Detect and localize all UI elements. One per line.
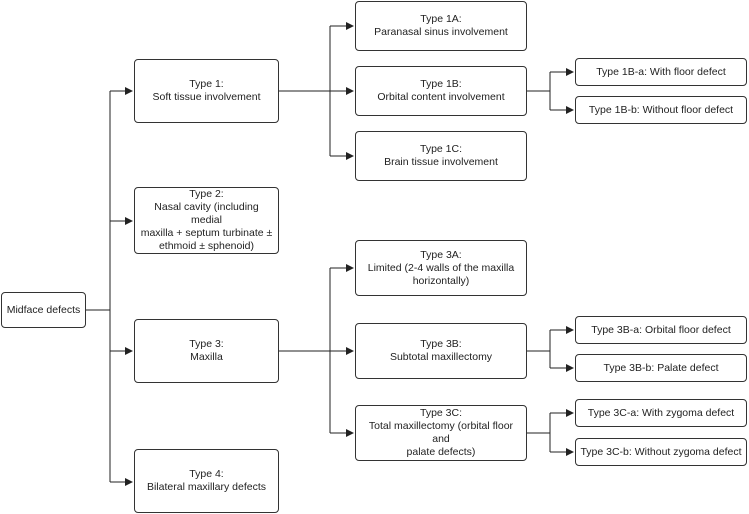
type4-desc: Bilateral maxillary defects: [146, 481, 267, 493]
type4-node: Type 4: Bilateral maxillary defects: [134, 449, 279, 513]
type1b-desc: Orbital content involvement: [377, 91, 505, 103]
type1-desc: Soft tissue involvement: [152, 91, 261, 103]
type1b-a-node: Type 1B-a: With floor defect: [575, 58, 747, 86]
type1b-node: Type 1B: Orbital content involvement: [355, 66, 527, 116]
type3b-b-label: Type 3B-b: Palate defect: [603, 361, 719, 374]
type1-node: Type 1: Soft tissue involvement: [134, 59, 279, 123]
type3b-desc: Subtotal maxillectomy: [389, 351, 493, 363]
type3b-title: Type 3B:: [420, 338, 462, 350]
type3a-title: Type 3A:: [420, 248, 462, 261]
type3b-b-node: Type 3B-b: Palate defect: [575, 354, 747, 382]
type1c-desc: Brain tissue involvement: [384, 156, 498, 168]
type1a-title: Type 1A:: [420, 13, 462, 25]
type3a-node: Type 3A: Limited (2-4 walls of the maxil…: [355, 240, 527, 296]
type3c-node: Type 3C: Total maxillectomy (orbital flo…: [355, 405, 527, 461]
type1b-b-label: Type 1B-b: Without floor defect: [588, 103, 734, 116]
type2-node: Type 2: Nasal cavity (including medial m…: [134, 187, 279, 254]
type1a-node: Type 1A: Paranasal sinus involvement: [355, 1, 527, 51]
type3c-desc: Total maxillectomy (orbital floor and pa…: [368, 420, 514, 458]
type3c-b-node: Type 3C-b: Without zygoma defect: [575, 438, 747, 466]
type1c-title: Type 1C:: [419, 143, 463, 155]
type3a-desc: Limited (2-4 walls of the maxilla horizo…: [367, 261, 515, 287]
root-label: Midface defects: [6, 303, 81, 316]
type4-title: Type 4:: [189, 468, 224, 480]
type3b-node: Type 3B: Subtotal maxillectomy: [355, 323, 527, 379]
type3c-b-label: Type 3C-b: Without zygoma defect: [580, 445, 742, 458]
type3b-a-label: Type 3B-a: Orbital floor defect: [591, 323, 731, 336]
type3c-a-node: Type 3C-a: With zygoma defect: [575, 399, 747, 427]
type3-title: Type 3:: [189, 338, 224, 350]
type3c-a-label: Type 3C-a: With zygoma defect: [587, 406, 735, 419]
type3-node: Type 3: Maxilla: [134, 319, 279, 383]
type1-title: Type 1:: [189, 78, 224, 90]
type2-title: Type 2:: [189, 188, 224, 200]
type3-desc: Maxilla: [190, 351, 223, 363]
type1c-node: Type 1C: Brain tissue involvement: [355, 131, 527, 181]
type1b-a-label: Type 1B-a: With floor defect: [596, 65, 726, 78]
type3c-title: Type 3C:: [419, 407, 463, 419]
type1b-title: Type 1B:: [420, 78, 462, 90]
type3b-a-node: Type 3B-a: Orbital floor defect: [575, 316, 747, 344]
root-node: Midface defects: [1, 292, 86, 328]
type1a-desc: Paranasal sinus involvement: [374, 26, 508, 38]
type2-desc: Nasal cavity (including medial maxilla +…: [140, 201, 273, 252]
type1b-b-node: Type 1B-b: Without floor defect: [575, 96, 747, 124]
